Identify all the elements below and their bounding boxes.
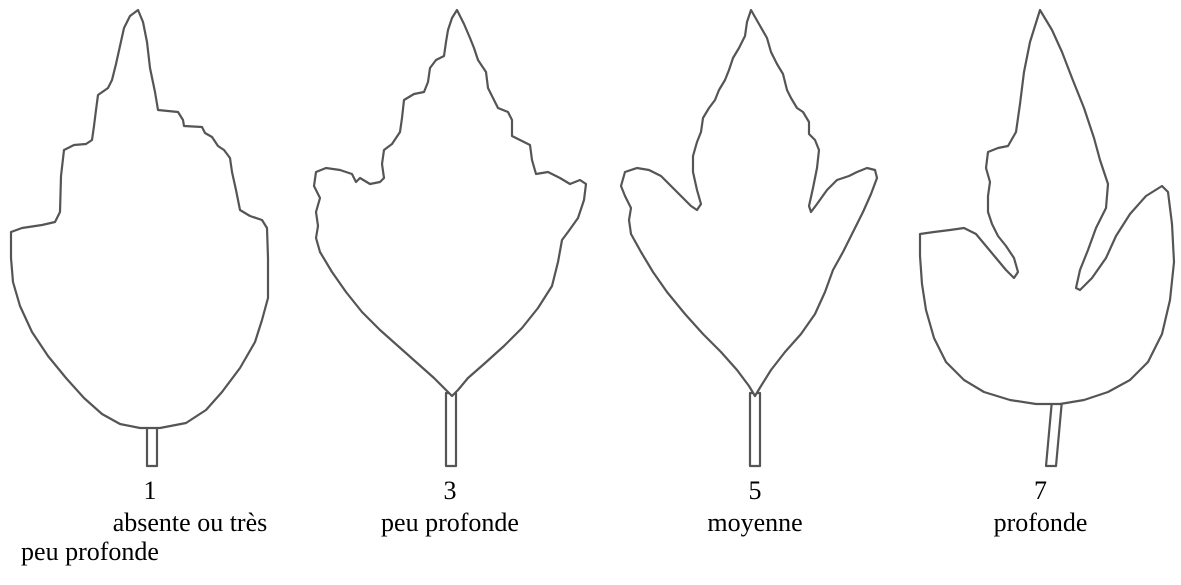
- leaf-description-1: absente ou très: [95, 508, 285, 537]
- leaf-description-1-line1: absente ou très: [113, 508, 268, 537]
- leaf-description-7: profonde: [900, 508, 1181, 537]
- leaf-outline-deep-lobing-icon: [900, 0, 1181, 480]
- leaf-panel-3: 3 peu profonde: [300, 0, 600, 585]
- leaf-outline-absent-lobing-icon: [0, 0, 300, 480]
- leaf-description-5: moyenne: [605, 508, 905, 537]
- leaf-outline-shallow-lobing-icon: [300, 0, 600, 480]
- leaf-code-5: 5: [605, 476, 905, 505]
- leaf-outline-medium-lobing-icon: [605, 0, 905, 480]
- leaf-panel-7: 7 profonde: [900, 0, 1181, 585]
- leaf-code-3: 3: [300, 476, 600, 505]
- leaf-panel-5: 5 moyenne: [605, 0, 905, 585]
- leaf-description-1-second-line: peu profonde: [0, 537, 190, 566]
- leaf-code-1: 1: [0, 476, 300, 505]
- leaf-description-1-line2: peu profonde: [21, 537, 159, 566]
- leaf-panel-1: 1 absente ou très peu profonde: [0, 0, 300, 585]
- leaf-description-3: peu profonde: [300, 508, 600, 537]
- leaf-code-7: 7: [900, 476, 1181, 505]
